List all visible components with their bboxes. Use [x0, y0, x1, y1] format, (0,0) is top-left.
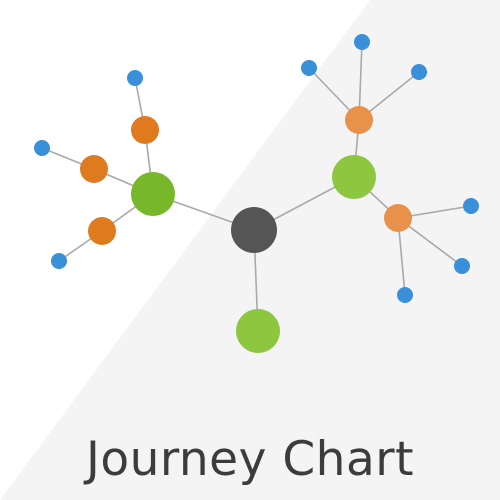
nodes-layer — [34, 34, 479, 353]
node-leaf-5 — [354, 34, 370, 50]
node-leaf-3 — [51, 253, 67, 269]
node-leaf-4 — [301, 60, 317, 76]
node-leaf-2 — [34, 140, 50, 156]
node-leaf-9 — [397, 287, 413, 303]
chart-title: Journey Chart — [85, 432, 415, 487]
node-orange-left-mid — [80, 155, 108, 183]
node-hub — [231, 207, 277, 253]
node-orange-left-top — [131, 116, 159, 144]
node-green-left — [131, 172, 175, 216]
node-leaf-8 — [454, 258, 470, 274]
node-orange-right-low — [384, 204, 412, 232]
node-green-bottom — [236, 309, 280, 353]
node-leaf-6 — [411, 64, 427, 80]
node-leaf-1 — [127, 70, 143, 86]
node-orange-left-low — [88, 217, 116, 245]
node-leaf-7 — [463, 198, 479, 214]
node-orange-right-top — [345, 106, 373, 134]
node-green-right — [332, 155, 376, 199]
